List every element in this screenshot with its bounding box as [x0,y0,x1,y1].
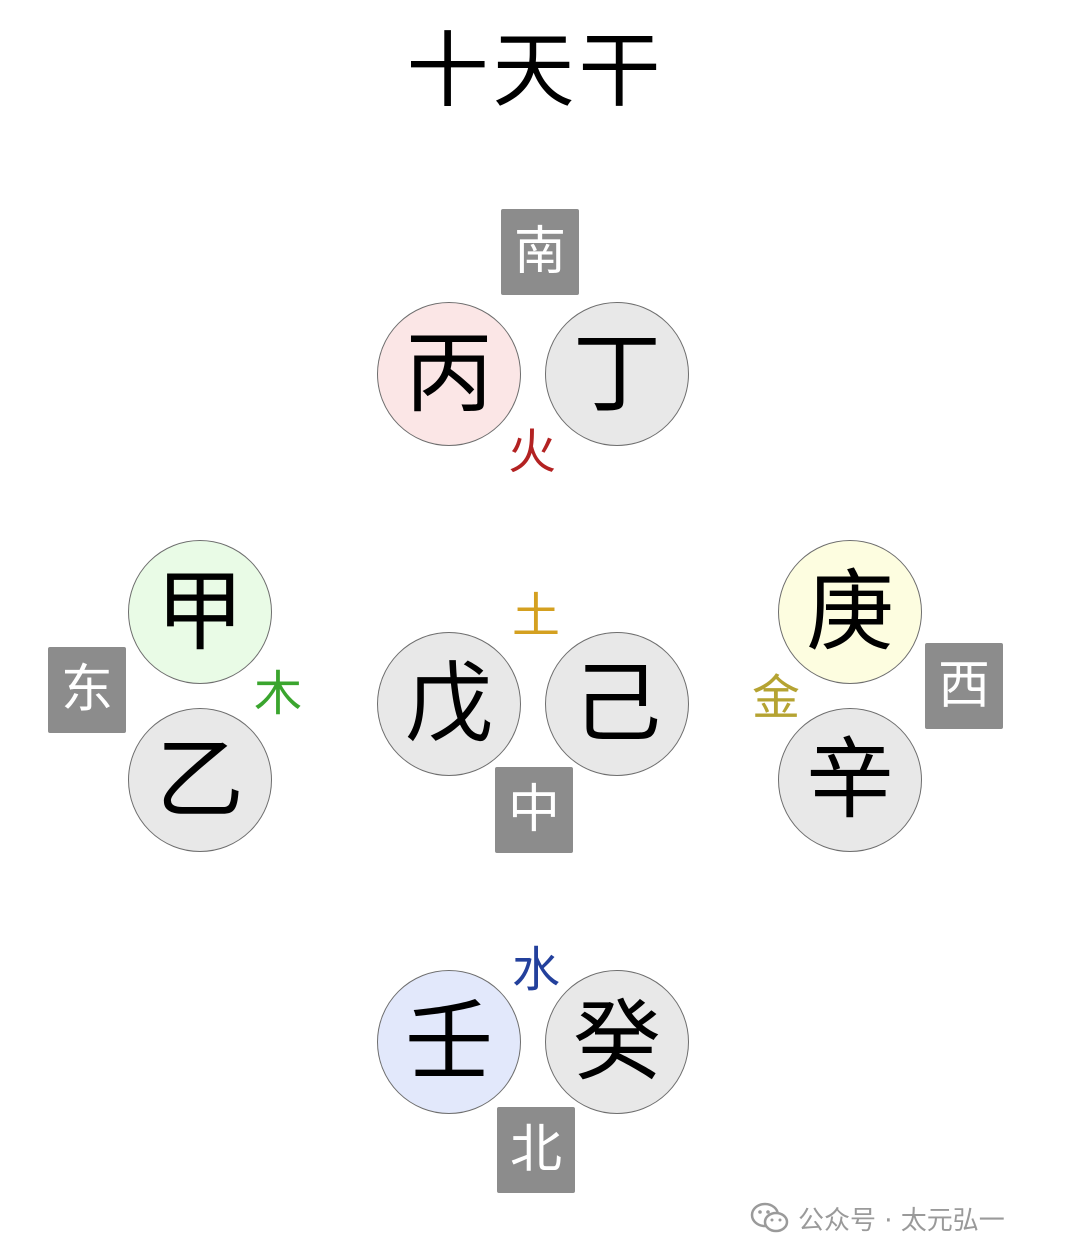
stem-xin: 辛 [778,708,922,852]
stem-jia: 甲 [128,540,272,684]
stem-geng: 庚 [778,540,922,684]
watermark: 公众号 · 太元弘一 [750,1198,1005,1238]
stem-ding: 丁 [545,302,689,446]
element-fire: 火 [507,424,556,480]
stem-gui: 癸 [545,970,689,1114]
direction-west: 西 [925,643,1003,729]
stem-ji: 己 [545,632,689,776]
element-earth: 土 [511,588,560,644]
element-wood: 木 [253,666,302,722]
direction-center: 中 [495,767,573,853]
stem-yi: 乙 [128,708,272,852]
stem-bing: 丙 [377,302,521,446]
wechat-icon [750,1202,789,1233]
direction-south: 南 [501,209,579,295]
element-metal: 金 [751,670,800,726]
watermark-text: 公众号 · 太元弘一 [798,1205,1005,1236]
page-title: 十天干 [406,24,665,119]
direction-east: 东 [48,647,126,733]
direction-north: 北 [497,1107,575,1193]
element-water: 水 [511,942,560,998]
stem-wu: 戊 [377,632,521,776]
stem-ren: 壬 [377,970,521,1114]
